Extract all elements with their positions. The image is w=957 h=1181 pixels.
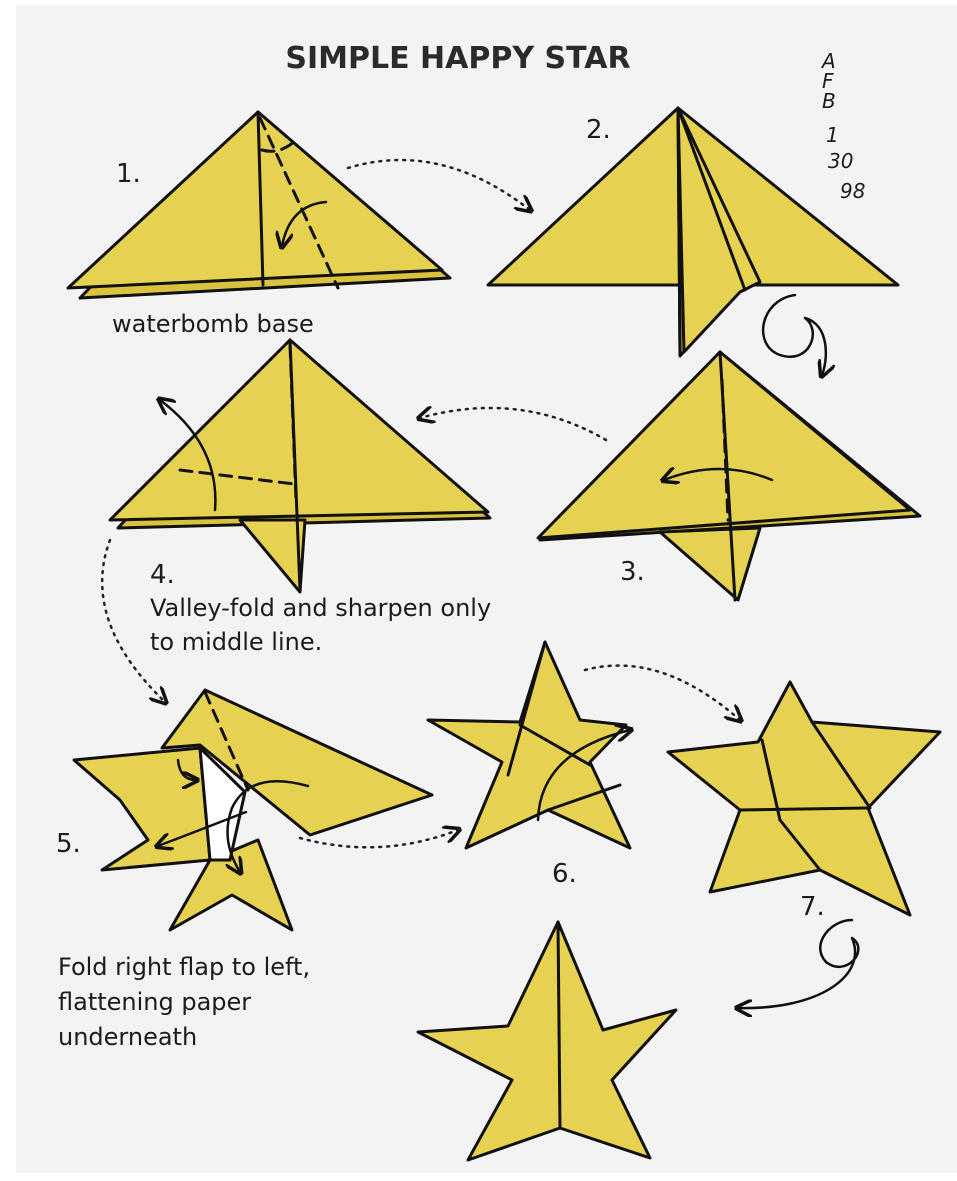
- step-1-caption: waterbomb base: [112, 310, 314, 338]
- step-4-caption-line-2: to middle line.: [150, 628, 322, 656]
- author-signature: A F B 1 30 98: [820, 49, 865, 203]
- signature-line-1: A: [820, 49, 836, 73]
- step-5-caption-line-1: Fold right flap to left,: [58, 953, 310, 981]
- turn-over-arrow-1: [762, 293, 826, 375]
- step-7-number: 7.: [800, 892, 825, 922]
- signature-line-6: 98: [840, 179, 865, 203]
- step-4-number: 4.: [150, 560, 175, 590]
- step-7-figure: [666, 680, 942, 917]
- diagram-title: SIMPLE HAPPY STAR: [285, 41, 630, 76]
- step-6-number: 6.: [552, 859, 577, 889]
- step-2-number: 2.: [586, 115, 611, 145]
- step-5-caption-line-3: underneath: [58, 1023, 197, 1051]
- step-5-caption-line-2: flattening paper: [58, 988, 251, 1016]
- step-6-figure: [426, 640, 630, 850]
- turn-over-arrow-2: [738, 918, 860, 1008]
- arrow-3-to-4: [420, 408, 608, 442]
- step-1-figure: [66, 110, 452, 300]
- step-4-caption-line-1: Valley-fold and sharpen only: [150, 594, 491, 622]
- final-star-figure: [416, 920, 678, 1162]
- arrow-5-to-6: [298, 830, 458, 849]
- signature-line-3: B: [822, 89, 836, 113]
- signature-line-2: F: [822, 69, 834, 93]
- arrow-1-to-2: [346, 158, 530, 210]
- step-3-number: 3.: [620, 557, 645, 587]
- step-4-figure: [108, 338, 492, 594]
- signature-line-5: 30: [828, 149, 853, 173]
- step-3-figure: [536, 350, 922, 602]
- step-2-figure: [486, 106, 900, 358]
- arrow-6-to-7: [583, 664, 740, 720]
- signature-line-4: 1: [826, 123, 839, 147]
- step-5-figure: [72, 688, 434, 932]
- arrow-4-to-5: [100, 538, 165, 702]
- step-1-number: 1.: [116, 159, 141, 189]
- step-5-number: 5.: [56, 829, 81, 859]
